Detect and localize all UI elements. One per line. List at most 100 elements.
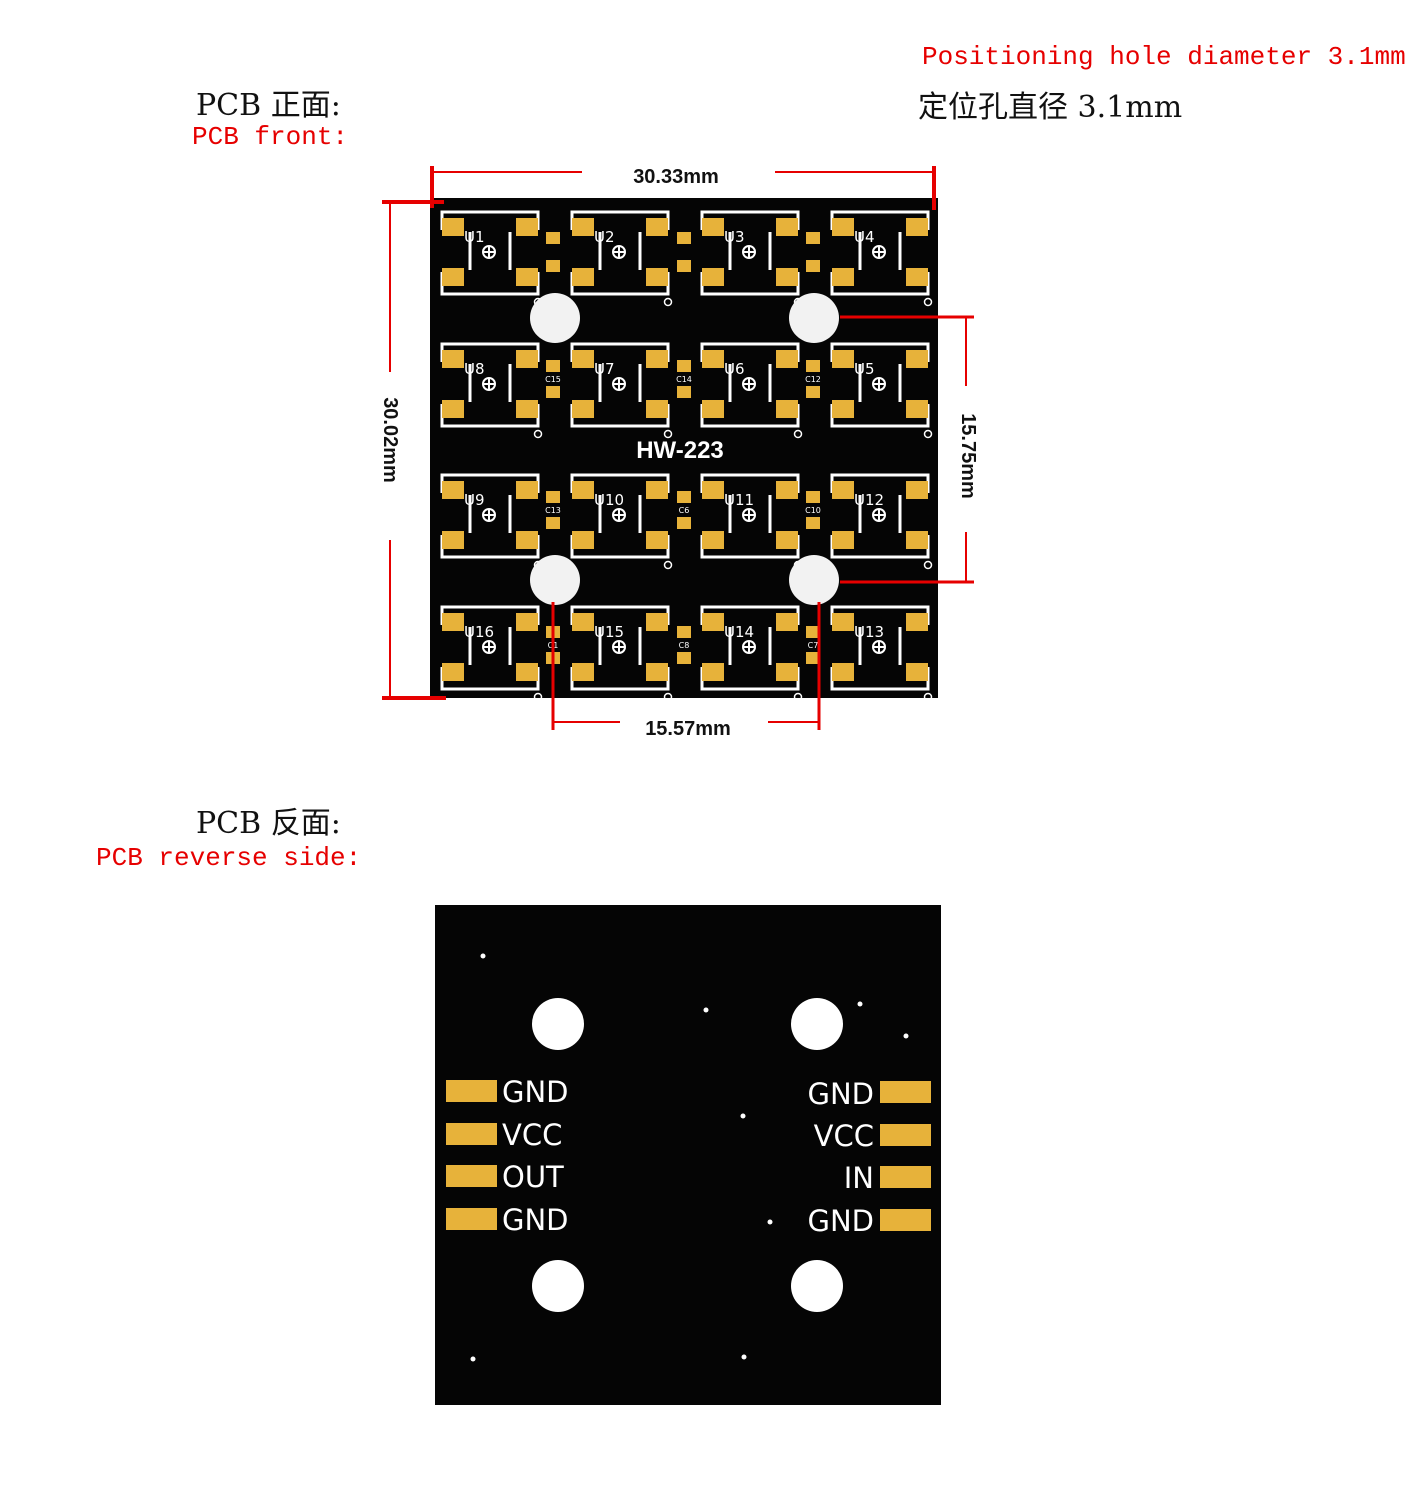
- led-pad: [776, 400, 798, 418]
- right-pin-label: GND: [808, 1077, 875, 1111]
- capacitor-c15: C15: [545, 360, 561, 398]
- led-label: U16: [464, 623, 494, 641]
- led-pad: [442, 663, 464, 681]
- led-pad: [516, 531, 538, 549]
- capacitor-c10: C10: [805, 491, 821, 529]
- left-pin-label: GND: [502, 1203, 569, 1237]
- led-u14: U14: [700, 605, 803, 702]
- positioning-hole: [530, 293, 580, 343]
- led-pad: [516, 350, 538, 368]
- led-pad: [906, 350, 928, 368]
- width-dimension-label: 30.33mm: [633, 166, 719, 188]
- led-pad: [646, 481, 668, 499]
- led-pad: [646, 268, 668, 286]
- positioning-hole: [789, 293, 839, 343]
- led-pad: [572, 350, 594, 368]
- positioning-holes: [530, 293, 839, 605]
- hole-vertical-dimension-label: 15.75mm: [957, 413, 979, 499]
- led-pad: [702, 481, 724, 499]
- led-pad: [906, 400, 928, 418]
- led-label: U15: [594, 623, 624, 641]
- capacitor-c12: C12: [805, 360, 821, 398]
- led-u13: U13: [830, 605, 933, 702]
- capacitor-label: C12: [805, 375, 821, 384]
- led-pad: [776, 531, 798, 549]
- capacitor-c8: C8: [677, 626, 691, 664]
- back-title: PCB 反面:: [196, 806, 341, 841]
- led-label: U7: [594, 360, 615, 378]
- led-pad: [442, 218, 464, 236]
- led-pad: [702, 350, 724, 368]
- led-pad: [646, 218, 668, 236]
- left-pad: [446, 1165, 497, 1187]
- capacitor-label: C8: [679, 641, 690, 650]
- capacitor-label: C13: [545, 506, 561, 515]
- led-u6: U6: [700, 342, 803, 439]
- led-pad: [516, 613, 538, 631]
- capacitor-c14: C14: [676, 360, 692, 398]
- led-label: U14: [724, 623, 754, 641]
- board-specks: [467, 953, 909, 1362]
- led-label: U1: [464, 228, 485, 246]
- hole-horizontal-dimension: [551, 602, 821, 730]
- led-pad: [906, 613, 928, 631]
- right-pin-label: GND: [808, 1204, 875, 1238]
- led-pad: [442, 268, 464, 286]
- led-u1: U1: [440, 210, 543, 307]
- led-u2: U2: [570, 210, 673, 307]
- led-pad: [572, 531, 594, 549]
- led-pad: [832, 350, 854, 368]
- led-label: U13: [854, 623, 884, 641]
- capacitor-label: C14: [676, 375, 692, 384]
- height-dimension-label: 30.02mm: [379, 397, 401, 483]
- led-pad: [516, 400, 538, 418]
- led-pad: [832, 613, 854, 631]
- led-pad: [702, 613, 724, 631]
- led-label: U10: [594, 491, 624, 509]
- led-pad: [776, 268, 798, 286]
- led-u15: U15: [570, 605, 673, 702]
- led-u8: U8: [440, 342, 543, 439]
- led-u9: U9: [440, 473, 543, 570]
- led-pad: [442, 481, 464, 499]
- right-pin-label: IN: [844, 1161, 874, 1195]
- left-pin-label: GND: [502, 1075, 569, 1109]
- led-pad: [646, 613, 668, 631]
- pcb-back-board: [435, 905, 941, 1405]
- led-pad: [572, 218, 594, 236]
- led-u10: U10: [570, 473, 673, 570]
- height-dimension: [382, 200, 446, 700]
- hole-note-english: Positioning hole diameter 3.1mm: [922, 42, 1406, 72]
- led-pad: [442, 350, 464, 368]
- right-connector: GND VCC IN GND: [808, 1077, 931, 1238]
- capacitor-c13: C13: [545, 491, 561, 529]
- hole-note-chinese: 定位孔直径 3.1mm: [918, 90, 1183, 125]
- led-pad: [572, 663, 594, 681]
- right-pad: [880, 1209, 931, 1231]
- led-pad: [702, 531, 724, 549]
- led-pad: [572, 268, 594, 286]
- led-label: U3: [724, 228, 745, 246]
- left-pad: [446, 1123, 497, 1145]
- capacitor-c7: C7: [806, 626, 820, 664]
- led-pad: [832, 400, 854, 418]
- left-pin-label: VCC: [502, 1118, 562, 1152]
- left-pin-label: OUT: [502, 1160, 564, 1194]
- led-pad: [572, 481, 594, 499]
- hole-vertical-dimension: [840, 315, 974, 584]
- right-pad: [880, 1124, 931, 1146]
- led-pad: [646, 400, 668, 418]
- led-u16: U16: [440, 605, 543, 702]
- led-u12: U12: [830, 473, 933, 570]
- led-pad: [832, 481, 854, 499]
- led-pad: [906, 481, 928, 499]
- front-title: PCB 正面:: [196, 88, 341, 123]
- led-pad: [906, 268, 928, 286]
- led-label: U4: [854, 228, 875, 246]
- led-pad: [832, 531, 854, 549]
- led-pad: [776, 350, 798, 368]
- led-u7: U7: [570, 342, 673, 439]
- led-u11: U11: [700, 473, 803, 570]
